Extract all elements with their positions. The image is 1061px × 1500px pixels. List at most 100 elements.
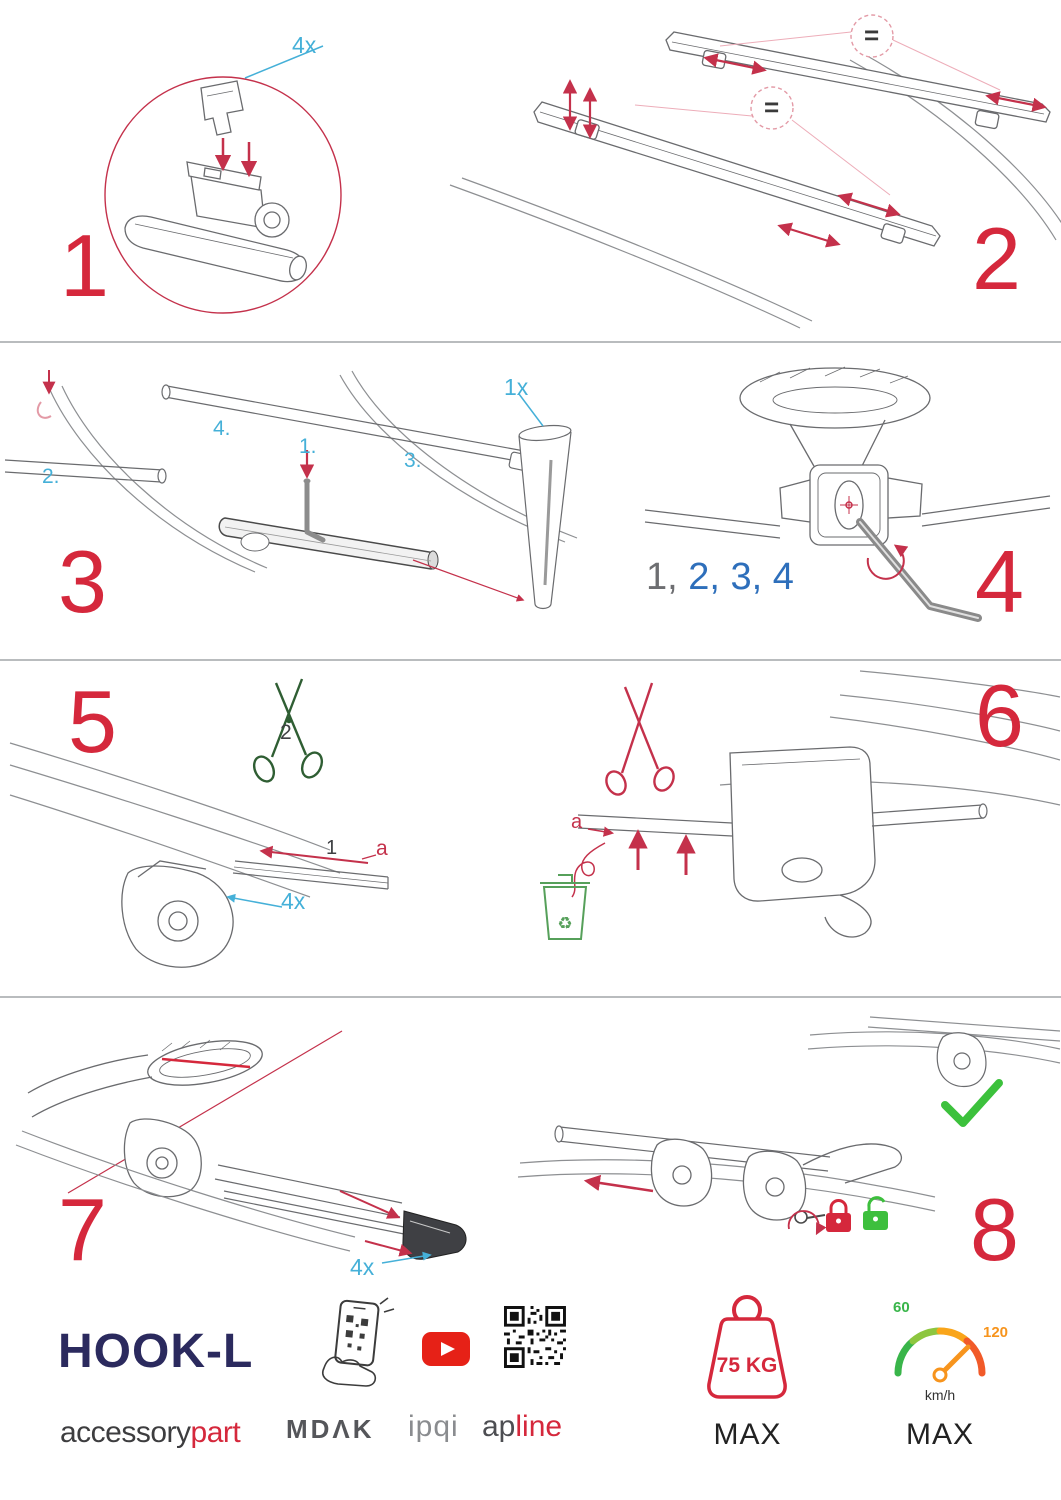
brand-suffix: part: [190, 1416, 241, 1449]
trash-bin-icon: ♻: [540, 875, 590, 939]
step-8-illustration: [515, 1005, 1061, 1236]
apline-prefix: ap: [482, 1410, 516, 1443]
step-4-sequence: 1, 2, 3, 4: [646, 558, 794, 596]
step-5-insert-label: 1: [326, 837, 338, 859]
brand-logo: accessorypart: [60, 1416, 241, 1449]
scissors-icon: [250, 679, 325, 785]
push-up-arrows: [628, 829, 696, 875]
ref-tick: [362, 855, 376, 859]
hook-bracket: [201, 81, 243, 135]
step-3-order-4: 4.: [213, 417, 231, 440]
section-divider-3: [0, 996, 1061, 998]
step-6-illustration: ♻: [520, 665, 1060, 990]
product-name: HOOK-L: [58, 1325, 254, 1378]
qty-leader-line: [226, 893, 282, 907]
step-5-illustration: [10, 665, 510, 990]
step-5-number: 5: [68, 672, 117, 771]
step-5-ref-label: a: [376, 837, 388, 860]
mini-clamp: [937, 1033, 986, 1087]
roof-rail: [518, 1160, 935, 1211]
step-3-qty-label: 1x: [504, 374, 529, 400]
step-2-number: 2: [972, 209, 1021, 308]
equal-sign-top: =: [864, 20, 880, 50]
ref-pointer: [588, 826, 615, 837]
hex-key-icon: [860, 522, 978, 618]
step-3-order-3: 3.: [404, 449, 422, 472]
cut-off-strip: [572, 843, 605, 897]
alignment-arrows: [562, 53, 1047, 248]
sequence-remaining: 2, 3, 4: [688, 556, 794, 598]
step-7-qty-label: 4x: [350, 1254, 375, 1280]
apline-suffix: line: [515, 1410, 563, 1443]
insert-strip-arrow: [259, 845, 368, 863]
section-divider-2: [0, 659, 1061, 661]
step-3-order-2: 2.: [42, 465, 60, 488]
hex-key-icon: [303, 478, 324, 541]
crossbar-front-dark: [219, 518, 438, 569]
insert-direction-line: [68, 1031, 342, 1193]
speed-high-label: 120: [983, 1324, 1009, 1341]
step-7-number: 7: [58, 1180, 107, 1279]
step-2-illustration: [420, 0, 1061, 330]
step-6-ref-label: a: [571, 811, 583, 833]
tighten-marks: [840, 496, 909, 579]
rubber-strip: [233, 861, 388, 889]
pre-tension-mark: [38, 370, 56, 418]
push-cap-arrows: [340, 1191, 413, 1257]
step-8-number: 8: [970, 1180, 1019, 1279]
step-5-cut-label: 2: [280, 721, 292, 744]
step-1-illustration: [75, 30, 415, 330]
clamp-body: [122, 861, 233, 967]
qty-leader-line: [382, 1251, 432, 1263]
step-7-illustration: [10, 1005, 510, 1295]
magnifier-circle: [105, 77, 341, 313]
foot-bracket: [730, 747, 875, 937]
clamp-body: [124, 1119, 201, 1197]
sequence-done: 1,: [646, 556, 689, 598]
roof-edge: [10, 743, 340, 897]
step-3-illustration: [5, 350, 635, 655]
slide-arrow: [583, 1174, 653, 1191]
max-load-value: 75 KG: [717, 1354, 778, 1377]
logo-ipqi: ipqi: [408, 1410, 459, 1443]
speed-unit-label: km/h: [924, 1387, 956, 1403]
qr-code: [504, 1306, 566, 1368]
end-cap: [403, 1211, 466, 1259]
clamp-body: [187, 162, 289, 237]
clamp-left: [651, 1139, 711, 1206]
cover-boot: [518, 423, 571, 608]
bar-underside: [740, 367, 930, 468]
speedometer-icon: [880, 1295, 1000, 1410]
step-4-number: 4: [975, 532, 1024, 631]
strip-in-channel: [162, 1059, 250, 1067]
equal-distance-circle-top: [851, 15, 893, 57]
bar-opening: [28, 1033, 266, 1117]
clamp-right-with-hook: [743, 1144, 901, 1220]
qty-leader-line: [519, 394, 543, 426]
red-leader-line: [413, 560, 525, 602]
scissors-icon: [603, 683, 677, 798]
padlock-open-icon: [863, 1198, 888, 1230]
youtube-icon: [422, 1332, 470, 1366]
crossbar-end: [125, 216, 309, 282]
step-3-order-1: 1.: [299, 435, 317, 458]
recycle-icon: ♻: [557, 914, 572, 933]
phone-scan-icon: [312, 1296, 404, 1396]
qty-leader-line: [245, 46, 323, 78]
step-3-number: 3: [58, 532, 107, 631]
bar-profile: [215, 1165, 404, 1234]
key-icon: [789, 1211, 827, 1236]
equal-distance-circle-bottom: [751, 87, 793, 129]
step-1-number: 1: [60, 216, 109, 315]
step-6-number: 6: [975, 666, 1024, 765]
logo-apline: apline: [482, 1412, 562, 1442]
max-load-label: MAX: [713, 1418, 782, 1451]
padlock-closed-icon: [826, 1201, 851, 1232]
dimension-leaders: [635, 32, 1000, 195]
brand-prefix: accessory: [60, 1416, 191, 1449]
crossbar-front: [534, 102, 940, 246]
step-4-illustration: [630, 350, 1055, 655]
equal-sign-bottom: =: [764, 92, 780, 122]
crossbar-left: [5, 460, 166, 483]
